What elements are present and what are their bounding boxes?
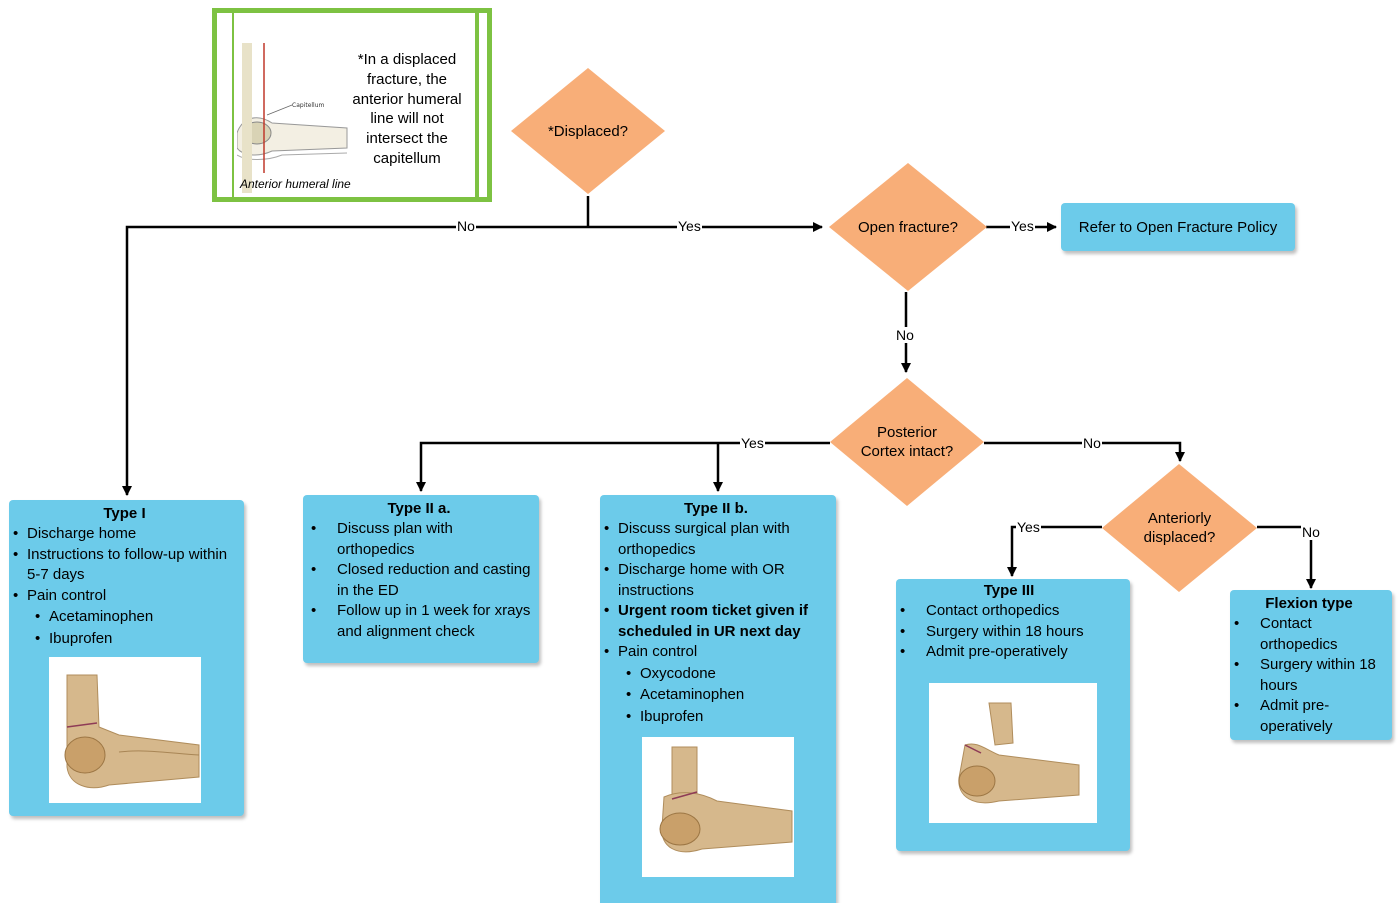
list-item: Oxycodone — [602, 664, 830, 685]
decision-anteriorly-displaced: Anteriorly displaced? — [1102, 464, 1257, 592]
edge-label-open-no: No — [895, 327, 915, 343]
type-3-box: Type III Contact orthopedics Surgery wit… — [896, 579, 1130, 851]
decision-displaced-label: *Displaced? — [547, 122, 629, 140]
type-1-xray-illustration — [49, 657, 201, 803]
type-2b-xray-illustration — [642, 737, 794, 877]
list-item: Urgent room ticket given if scheduled in… — [602, 601, 830, 642]
edge-label-anterior-yes: Yes — [1016, 519, 1041, 535]
list-item: Admit pre-operatively — [896, 642, 1122, 663]
list-item: Contact orthopedics — [1230, 614, 1388, 655]
list-item: Instructions to follow-up within 5-7 day… — [11, 545, 238, 586]
edge-label-displaced-no: No — [456, 218, 476, 234]
list-item: Discuss plan with orthopedics — [307, 519, 531, 560]
note-caption: Anterior humeral line — [240, 177, 351, 191]
list-item: Admit pre-operatively — [1230, 696, 1388, 737]
decision-open-fracture-label: Open fracture? — [857, 218, 959, 236]
edge-label-anterior-no: No — [1301, 524, 1321, 540]
type-1-box: Type I Discharge home Instructions to fo… — [9, 500, 244, 816]
type-2a-box: Type II a. Discuss plan with orthopedics… — [303, 495, 539, 663]
list-item: Discuss surgical plan with orthopedics — [602, 519, 830, 560]
list-item: Follow up in 1 week for xrays and alignm… — [307, 601, 531, 642]
list-item: Acetaminophen — [11, 607, 238, 628]
decision-anteriorly-displaced-label: Anteriorly displaced? — [1143, 510, 1216, 546]
list-item: Discharge home with OR instructions — [602, 560, 830, 601]
decision-posterior-cortex-label: Posterior Cortex intact? — [860, 424, 954, 460]
note-text: *In a displaced fracture, the anterior h… — [352, 51, 462, 167]
list-item: Discharge home — [11, 524, 238, 545]
flexion-type-title: Flexion type — [1265, 595, 1353, 612]
edge-label-cortex-yes: Yes — [740, 435, 765, 451]
flexion-type-box: Flexion type Contact orthopedics Surgery… — [1230, 590, 1392, 740]
edge-label-cortex-no: No — [1082, 435, 1102, 451]
list-item: Ibuprofen — [602, 707, 830, 728]
refer-open-fracture-policy: Refer to Open Fracture Policy — [1061, 203, 1295, 251]
list-item: Surgery within 18 hours — [1230, 655, 1388, 696]
decision-posterior-cortex: Posterior Cortex intact? — [830, 378, 984, 506]
anterior-humeral-line-note: Capitellum *In a displaced fracture, the… — [212, 8, 492, 202]
list-item: Acetaminophen — [602, 685, 830, 706]
list-item: Pain control — [11, 586, 238, 607]
type-1-title: Type I — [103, 505, 146, 522]
edge-label-open-yes: Yes — [1010, 218, 1035, 234]
type-2b-title: Type II b. — [684, 500, 748, 517]
type-2b-box: Type II b. Discuss surgical plan with or… — [600, 495, 836, 903]
decision-open-fracture: Open fracture? — [829, 163, 987, 291]
list-item: Closed reduction and casting in the ED — [307, 560, 531, 601]
decision-displaced: *Displaced? — [511, 68, 665, 194]
type-3-title: Type III — [983, 582, 1035, 599]
figure-label-capitellum: Capitellum — [292, 102, 325, 109]
type-3-xray-illustration — [929, 683, 1097, 823]
list-item: Surgery within 18 hours — [896, 622, 1122, 643]
refer-label: Refer to Open Fracture Policy — [1078, 218, 1278, 236]
list-item: Contact orthopedics — [896, 601, 1122, 622]
list-item: Ibuprofen — [11, 629, 238, 650]
list-item: Pain control — [602, 642, 830, 663]
edge-label-displaced-yes: Yes — [677, 218, 702, 234]
type-2a-title: Type II a. — [387, 500, 451, 517]
elbow-lateral-illustration: Capitellum — [237, 43, 348, 193]
